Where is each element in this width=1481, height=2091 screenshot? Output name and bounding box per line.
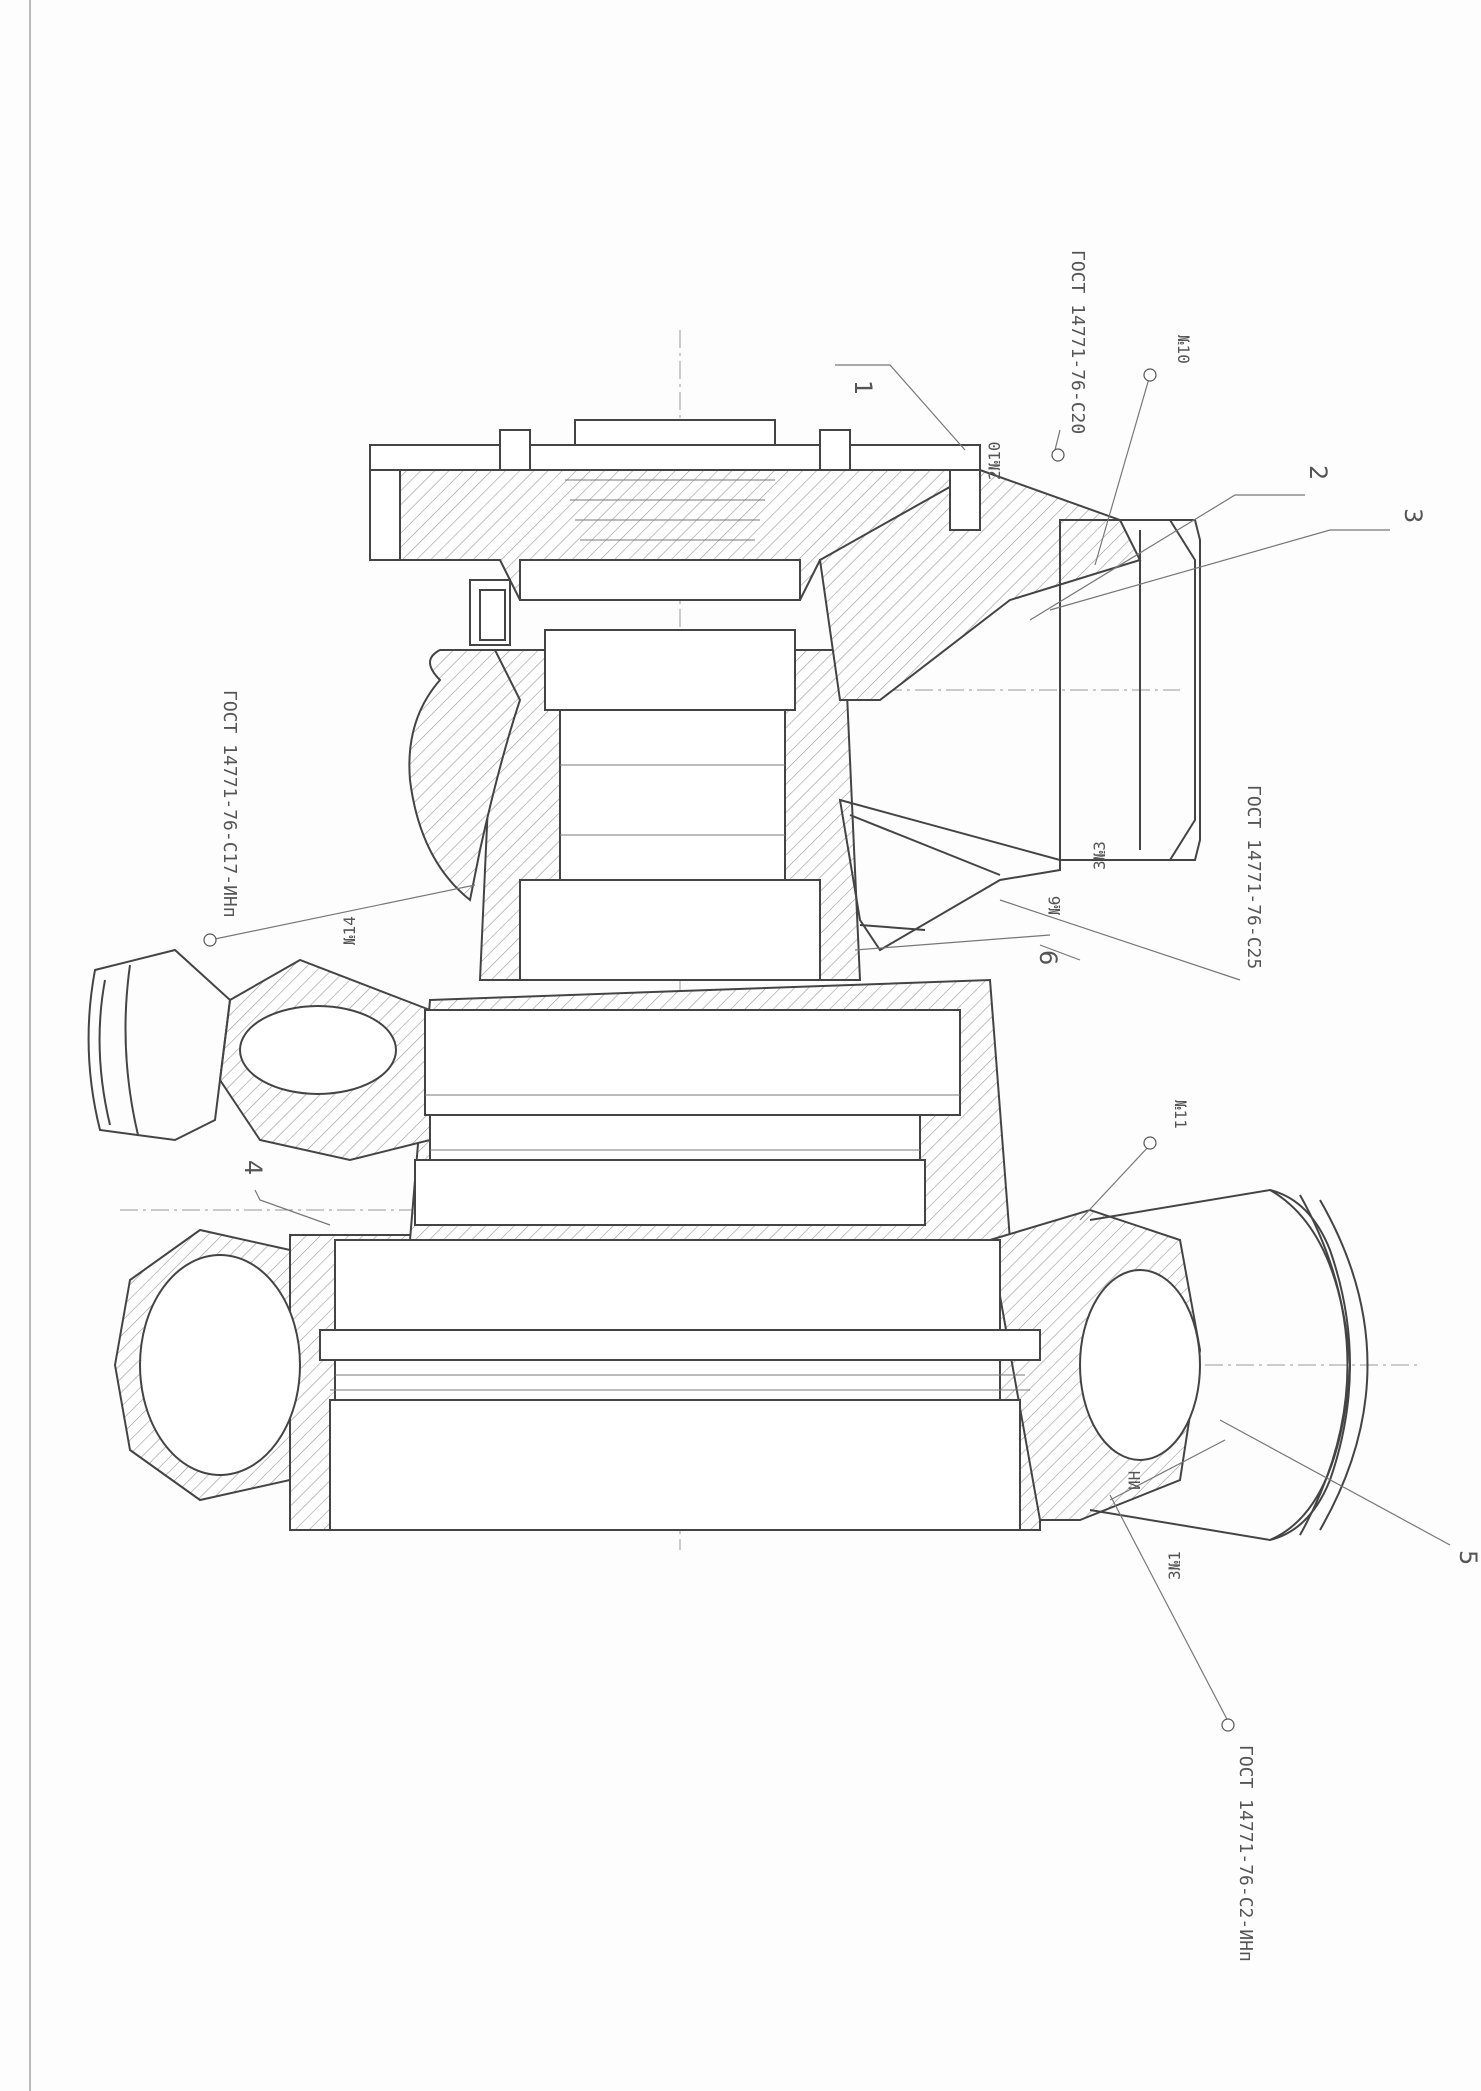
position-label-5: 5 <box>1454 1550 1481 1565</box>
weld-standard-top: ГОСТ 14771-76-С20 <box>1067 250 1088 434</box>
position-label-1: 1 <box>849 380 877 395</box>
weld-mark-3n1: 3№1 <box>1165 1551 1184 1580</box>
leader-lines <box>209 364 1451 1726</box>
position-label-4: 4 <box>239 1160 267 1175</box>
position-label-2: 2 <box>1304 465 1332 480</box>
weld-mark-2n10: 2№10 <box>985 441 1004 480</box>
weld-mark-3n3: 3№3 <box>1090 841 1109 870</box>
top-cap <box>369 429 981 646</box>
position-label-3: 3 <box>1399 508 1427 523</box>
weld-mark-n10: №10 <box>1174 335 1193 364</box>
position-label-6: 6 <box>1034 950 1062 965</box>
groove-lines <box>330 479 1030 1391</box>
weld-mark-ih: ИН <box>1125 1471 1144 1490</box>
inclined-branch <box>838 798 1061 952</box>
internal-bores <box>239 419 1041 1531</box>
leader-endpoints <box>203 368 1235 1732</box>
lower-left-torus-cavity <box>139 1254 1201 1476</box>
right-lower-nozzle <box>1089 1188 1369 1542</box>
weld-mark-n11: №11 <box>1171 1100 1190 1129</box>
weld-mark-n14: №14 <box>340 916 359 945</box>
left-upper-nozzle <box>87 948 232 1142</box>
weld-mark-n6: №6 <box>1045 896 1064 915</box>
weld-standard-bottom: ГОСТ 14771-76-С2-ИНп <box>1235 1745 1256 1962</box>
weld-standard-right-upper: ГОСТ 14771-76-С25 <box>1243 785 1264 969</box>
weld-standard-left: ГОСТ 14771-76-С17-ИНп <box>219 690 240 918</box>
